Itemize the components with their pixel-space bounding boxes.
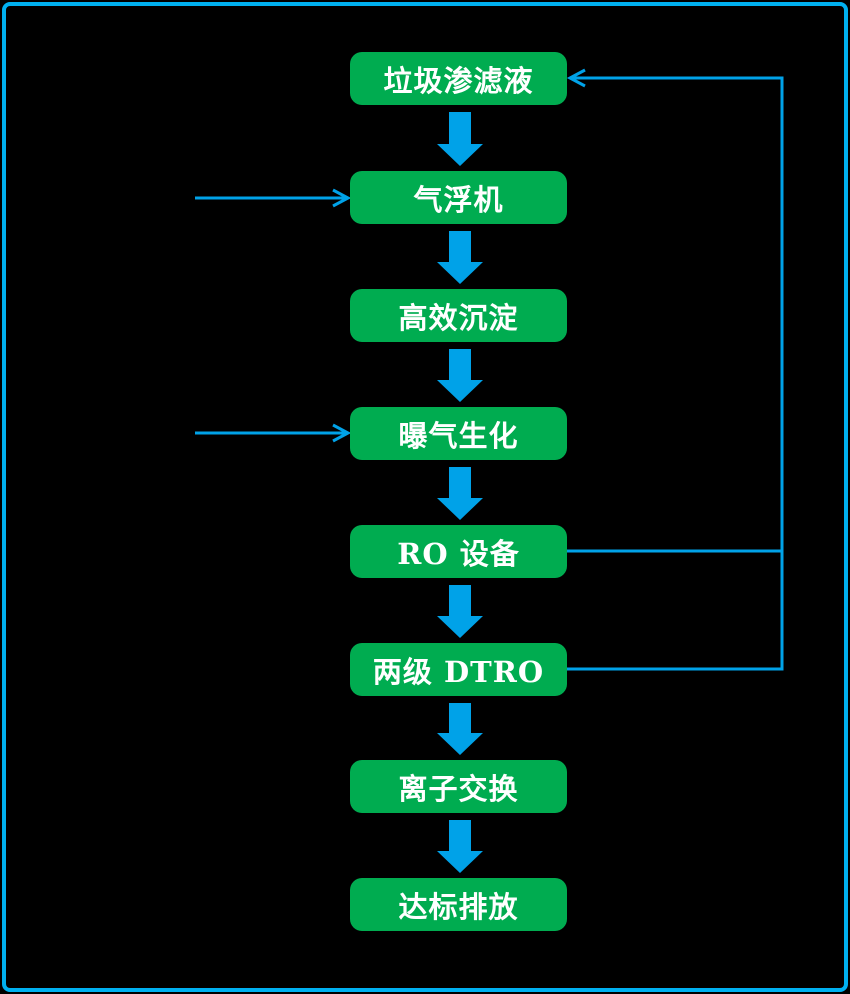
flow-arrow-air-flotation-to-sedimentation — [437, 231, 483, 284]
flow-arrow-ro-to-dtro — [437, 585, 483, 638]
node-dtro: 两级 DTRO — [350, 643, 567, 696]
inlet-arrow-aeration — [195, 423, 352, 443]
return-loop-line — [567, 76, 784, 671]
node-aeration-bio: 曝气生化 — [350, 407, 567, 460]
flow-arrow-leachate-to-air-flotation — [437, 112, 483, 166]
flow-arrow-ion-exchange-to-discharge — [437, 820, 483, 873]
node-air-flotation: 气浮机 — [350, 171, 567, 224]
inlet-arrow-air-flotation — [195, 188, 352, 208]
node-leachate: 垃圾渗滤液 — [350, 52, 567, 105]
node-ro-unit: RO 设备 — [350, 525, 567, 578]
flow-arrow-sedimentation-to-aeration — [437, 349, 483, 402]
node-ion-exchange: 离子交换 — [350, 760, 567, 813]
node-discharge: 达标排放 — [350, 878, 567, 931]
flow-arrow-aeration-to-ro — [437, 467, 483, 520]
flow-arrow-dtro-to-ion-exchange — [437, 703, 483, 755]
return-arrowhead-to-leachate-icon — [566, 68, 586, 88]
node-sedimentation: 高效沉淀 — [350, 289, 567, 342]
